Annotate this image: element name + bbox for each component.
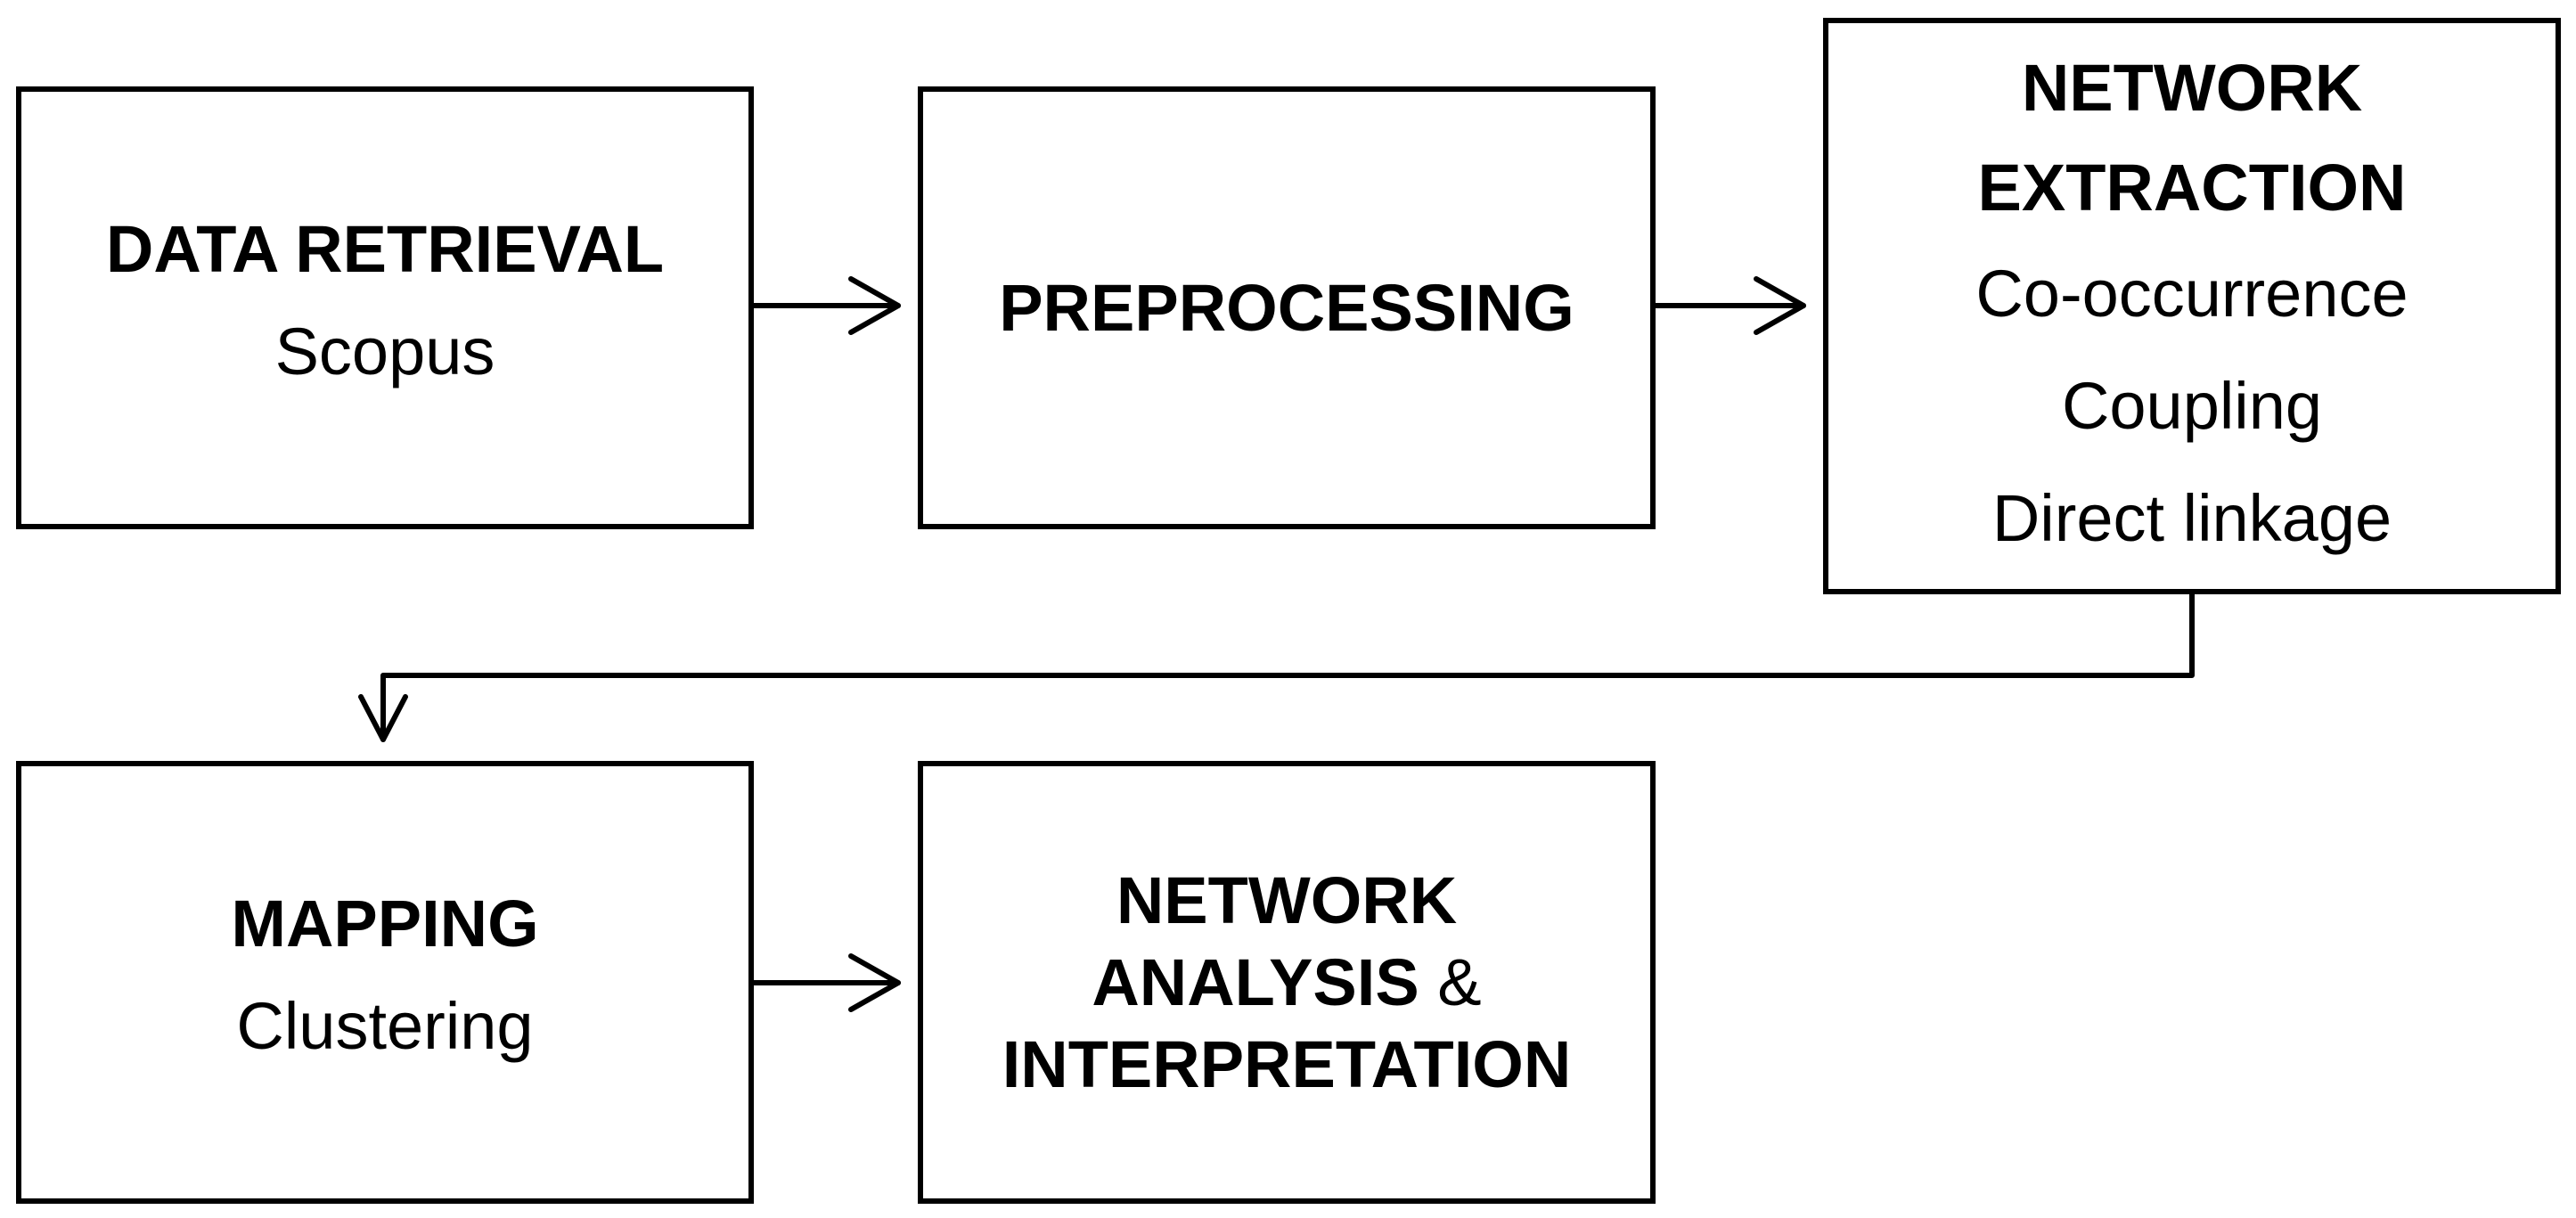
- node-item-direct-linkage: Direct linkage: [1991, 480, 2392, 555]
- node-title-ampersand: &: [1437, 944, 1482, 1019]
- node-data-retrieval: DATA RETRIEVAL Scopus: [16, 86, 754, 529]
- arrow-head: [1754, 276, 1806, 335]
- node-subtitle: Scopus: [274, 314, 495, 388]
- arrow-head: [848, 953, 901, 1012]
- node-title: DATA RETRIEVAL: [105, 211, 665, 286]
- node-preprocessing: PREPROCESSING: [918, 86, 1656, 529]
- node-title: MAPPING: [231, 886, 539, 961]
- edge-network-extraction-to-mapping: [358, 592, 2195, 742]
- node-subtitle: Clustering: [236, 988, 534, 1063]
- node-item-coupling: Coupling: [2061, 368, 2323, 443]
- node-title-line-1: NETWORK: [2021, 50, 2363, 125]
- node-mapping: MAPPING Clustering: [16, 761, 754, 1204]
- node-title-line-2: ANALYSIS &: [1092, 942, 1481, 1024]
- node-title-line-2: EXTRACTION: [1977, 150, 2407, 225]
- edge-mapping-to-network-analysis: [751, 953, 901, 1012]
- arrow-head: [848, 276, 901, 335]
- node-title: PREPROCESSING: [999, 270, 1574, 345]
- arrow-head: [358, 694, 408, 742]
- node-title-line-3: INTERPRETATION: [1002, 1026, 1572, 1101]
- edge-data-retrieval-to-preprocessing: [751, 276, 901, 335]
- arrow-line: [380, 592, 2195, 742]
- edge-preprocessing-to-network-extraction: [1653, 276, 1806, 335]
- node-network-analysis: NETWORK ANALYSIS & INTERPRETATION: [918, 761, 1656, 1204]
- node-title-analysis: ANALYSIS: [1092, 944, 1419, 1019]
- node-item-co-occurrence: Co-occurrence: [1975, 256, 2408, 331]
- node-title-line-1: NETWORK: [1116, 862, 1458, 937]
- node-network-extraction: NETWORK EXTRACTION Co-occurrence Couplin…: [1823, 18, 2561, 594]
